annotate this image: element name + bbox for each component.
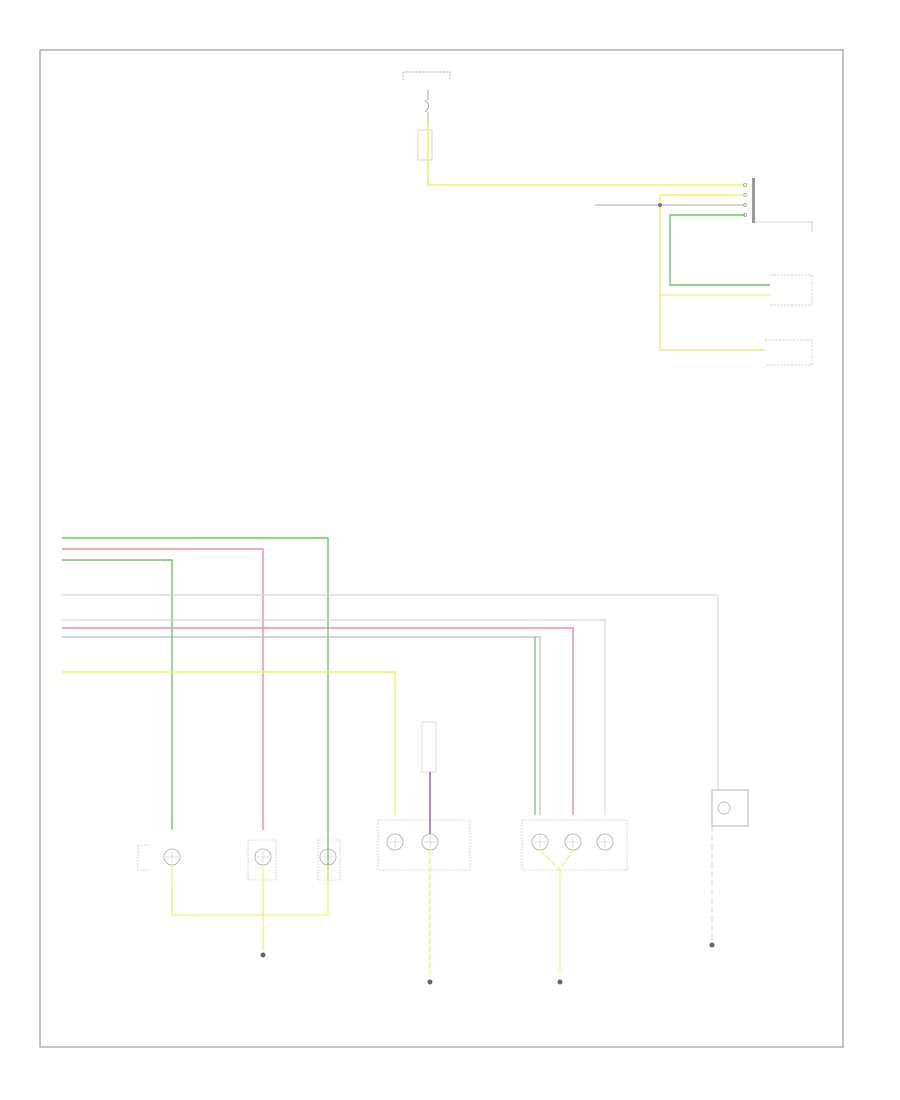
wire-brake-switch-out-1	[659, 194, 765, 351]
fuse-block-outline	[402, 71, 451, 80]
bus-wire-gray-3	[62, 636, 541, 815]
right-ground-point	[557, 979, 563, 985]
bus-wire-gray-2	[62, 619, 606, 815]
center-tail-bulb	[386, 833, 404, 851]
bus-wire-red-1	[62, 548, 264, 830]
center-lamp-assembly	[377, 819, 471, 871]
right-lamp-assembly	[521, 819, 628, 871]
brake-switch-bracket	[755, 221, 813, 232]
fuse-connector	[417, 129, 433, 161]
brake-light-switch	[752, 178, 755, 223]
left-lamp-housing-3	[317, 839, 341, 881]
left-lamp-housing-2	[247, 839, 277, 881]
bus-wire-green-2	[62, 559, 173, 830]
wire-brake-switch-out-3	[669, 214, 770, 286]
left-lamp-housing-1	[137, 844, 150, 871]
right-marker-bulb	[596, 833, 614, 851]
abs-control-module	[765, 339, 813, 366]
license-lamp	[711, 789, 749, 827]
center-ground-point	[427, 979, 433, 985]
bus-wire-yellow-1	[62, 671, 396, 815]
license-ground-point	[709, 942, 715, 948]
fuse-symbol	[424, 90, 429, 122]
right-ground-wire	[539, 849, 574, 975]
center-feed-connector	[421, 721, 437, 773]
splice-dot	[658, 203, 662, 207]
bus-wire-red-2	[62, 627, 574, 815]
engine-control-module	[770, 274, 813, 306]
left-ground-point	[260, 952, 266, 958]
left-ground-wire	[171, 865, 329, 950]
bus-wire-green-1	[62, 537, 329, 880]
wire-fuse-to-brake-switch	[427, 122, 745, 186]
license-lamp-bulb	[717, 801, 731, 815]
bus-wire-gray-1	[62, 594, 719, 790]
diagram-frame	[39, 49, 844, 1048]
